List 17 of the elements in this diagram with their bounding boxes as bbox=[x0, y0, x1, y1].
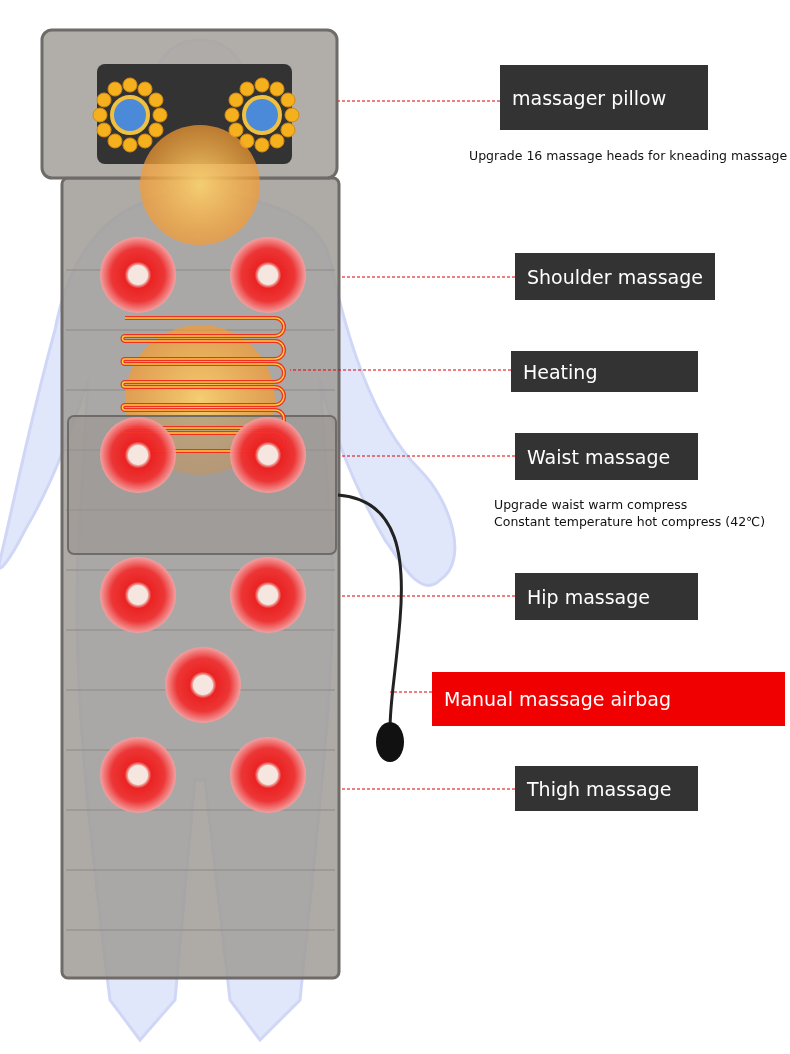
leader-line bbox=[289, 369, 512, 371]
leader-line bbox=[339, 788, 516, 790]
callout-label: Manual massage airbag bbox=[432, 672, 785, 726]
leader-line bbox=[339, 455, 516, 457]
leader-line bbox=[339, 595, 516, 597]
callout-label: Heating bbox=[511, 351, 698, 392]
feature-note: Upgrade 16 massage heads for kneading massage bbox=[469, 148, 788, 163]
leader-line bbox=[389, 691, 433, 693]
feature-note: Constant temperature hot compress (42℃) bbox=[494, 514, 766, 529]
leader-line bbox=[339, 276, 516, 278]
callout-label: Hip massage bbox=[515, 573, 698, 620]
feature-note: Upgrade waist warm compress bbox=[494, 497, 688, 512]
callout-label: massager pillow bbox=[500, 65, 708, 130]
callout-label: Shoulder massage bbox=[515, 253, 715, 300]
callout-label: Thigh massage bbox=[515, 766, 698, 811]
callout-label: Waist massage bbox=[515, 433, 698, 480]
leader-line bbox=[337, 100, 501, 102]
